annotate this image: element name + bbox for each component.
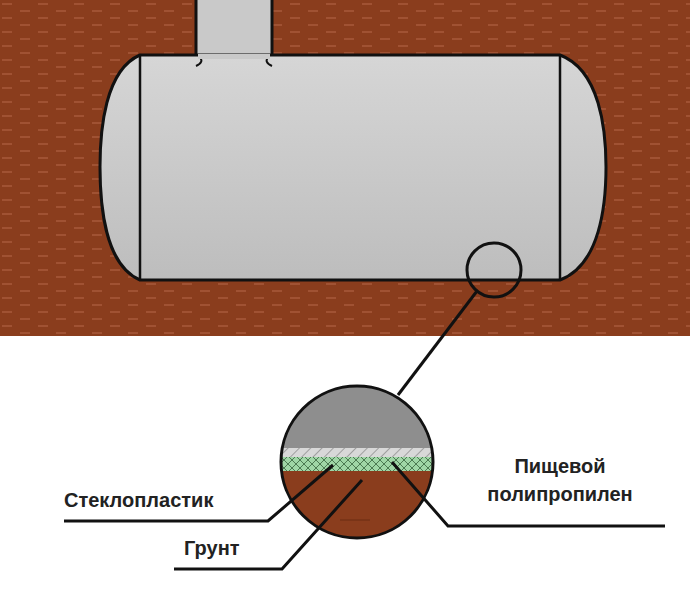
tank-body [100,55,606,280]
inlet-pipe [196,0,272,66]
layer-label: Грунт [184,534,284,562]
layer-label: Стеклопластик [64,486,274,514]
layer-label: Пищевой полипропилен [455,452,665,508]
detail-marker [467,243,521,297]
leader-line [64,465,333,521]
detail-magnifier [270,380,450,551]
soil-ground [0,0,690,336]
